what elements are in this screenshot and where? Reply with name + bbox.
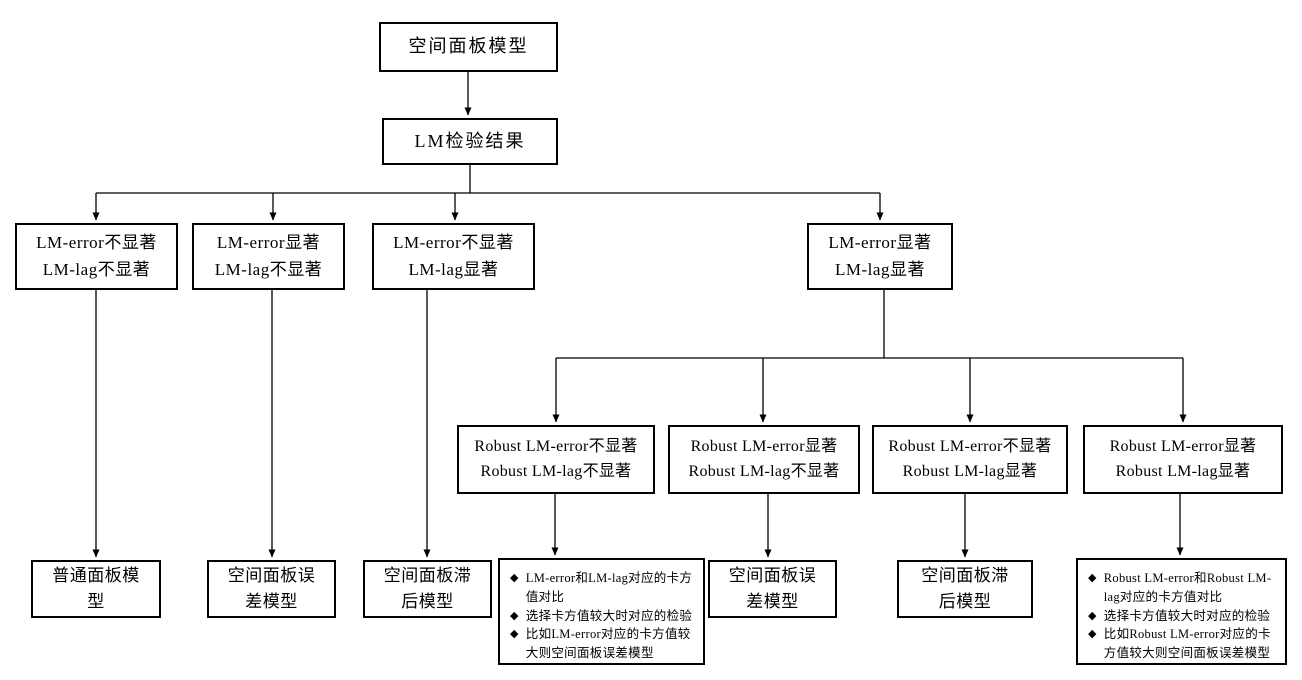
bullet-item: ◆ 选择卡方值较大时对应的检验 <box>1088 607 1279 626</box>
node-spatial-lag-model-2: 空间面板滞 后模型 <box>897 560 1033 618</box>
node-lm-both-insignificant: LM-error不显著 LM-lag不显著 <box>15 223 178 290</box>
bullet-text: Robust LM-error和Robust LM-lag对应的卡方值对比 <box>1103 571 1272 604</box>
bullet-text: 比如Robust LM-error对应的卡方值较大则空间面板误差模型 <box>1103 627 1271 660</box>
diamond-bullet-icon: ◆ <box>510 572 519 584</box>
node-label: LM-error显著 LM-lag显著 <box>828 233 932 279</box>
bullet-item: ◆ 比如Robust LM-error对应的卡方值较大则空间面板误差模型 <box>1088 625 1279 663</box>
node-label: 空间面板滞 后模型 <box>383 565 472 611</box>
node-label: 空间面板滞 后模型 <box>921 565 1009 611</box>
node-label: LM-error不显著 LM-lag不显著 <box>36 233 157 279</box>
node-label: LM-error不显著 LM-lag显著 <box>393 233 514 279</box>
node-compare-robust-chisquare: ◆ Robust LM-error和Robust LM-lag对应的卡方值对比 … <box>1076 558 1287 665</box>
bullet-text: 选择卡方值较大时对应的检验 <box>1103 608 1271 623</box>
node-label: LM检验结果 <box>414 130 526 151</box>
node-lm-error-significant: LM-error显著 LM-lag不显著 <box>192 223 345 290</box>
bullet-text: 选择卡方值较大时对应的检验 <box>525 608 693 623</box>
bullet-text: LM-error和LM-lag对应的卡方值对比 <box>525 571 693 604</box>
node-label: 空间面板模型 <box>408 36 529 57</box>
node-lm-test-result: LM检验结果 <box>382 118 558 165</box>
node-lm-lag-significant: LM-error不显著 LM-lag显著 <box>372 223 535 290</box>
node-label: 空间面板误 差模型 <box>227 565 316 611</box>
node-spatial-error-model-1: 空间面板误 差模型 <box>207 560 336 618</box>
bullet-item: ◆ Robust LM-error和Robust LM-lag对应的卡方值对比 <box>1088 569 1279 607</box>
node-label: Robust LM-error显著 Robust LM-lag不显著 <box>688 437 840 480</box>
node-robust-error-significant: Robust LM-error显著 Robust LM-lag不显著 <box>668 425 860 494</box>
diamond-bullet-icon: ◆ <box>510 628 519 641</box>
node-lm-both-significant: LM-error显著 LM-lag显著 <box>807 223 953 290</box>
node-label: Robust LM-error显著 Robust LM-lag显著 <box>1109 437 1257 480</box>
diamond-bullet-icon: ◆ <box>510 609 519 622</box>
diamond-bullet-icon: ◆ <box>1088 609 1097 622</box>
node-label: 空间面板误 差模型 <box>728 565 817 611</box>
node-robust-both-significant: Robust LM-error显著 Robust LM-lag显著 <box>1083 425 1283 494</box>
node-spatial-panel-model: 空间面板模型 <box>379 22 558 72</box>
node-label: Robust LM-error不显著 Robust LM-lag显著 <box>888 437 1052 480</box>
node-label: 普通面板模 型 <box>52 565 140 611</box>
node-spatial-error-model-2: 空间面板误 差模型 <box>708 560 837 618</box>
node-spatial-lag-model-1: 空间面板滞 后模型 <box>363 560 492 618</box>
node-compare-lm-chisquare: ◆ LM-error和LM-lag对应的卡方值对比 ◆ 选择卡方值较大时对应的检… <box>498 558 705 665</box>
node-robust-lag-significant: Robust LM-error不显著 Robust LM-lag显著 <box>872 425 1068 494</box>
diamond-bullet-icon: ◆ <box>1088 628 1097 641</box>
bullet-item: ◆ 选择卡方值较大时对应的检验 <box>510 607 697 626</box>
bullet-item: ◆ 比如LM-error对应的卡方值较大则空间面板误差模型 <box>510 625 697 663</box>
diamond-bullet-icon: ◆ <box>1088 572 1097 584</box>
node-label: Robust LM-error不显著 Robust LM-lag不显著 <box>474 437 638 480</box>
bullet-item: ◆ LM-error和LM-lag对应的卡方值对比 <box>510 569 697 607</box>
node-robust-both-insignificant: Robust LM-error不显著 Robust LM-lag不显著 <box>457 425 655 494</box>
bullet-text: 比如LM-error对应的卡方值较大则空间面板误差模型 <box>525 627 691 660</box>
node-ordinary-panel-model: 普通面板模 型 <box>31 560 161 618</box>
node-label: LM-error显著 LM-lag不显著 <box>214 233 323 279</box>
